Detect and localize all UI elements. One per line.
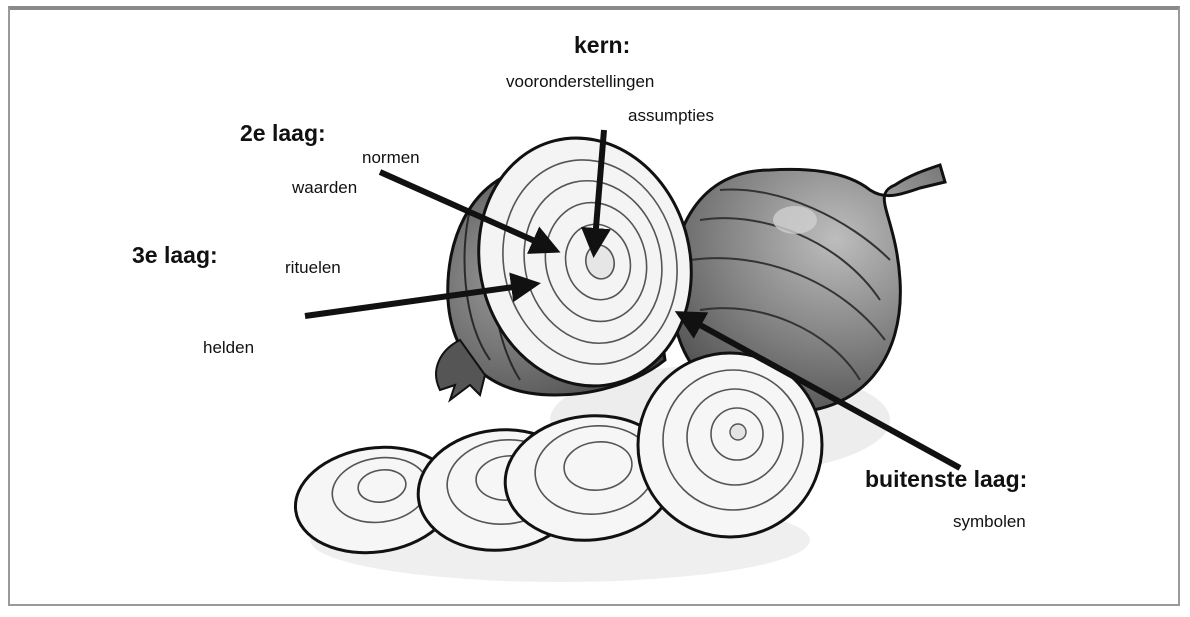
half-onion — [436, 115, 717, 408]
label-kern-item-1: vooronderstellingen — [506, 72, 654, 92]
label-helden: helden — [203, 338, 254, 358]
label-2e-laag-item-1: normen — [362, 148, 420, 168]
label-kern-title: kern: — [574, 32, 630, 59]
label-3e-laag-title: 3e laag: — [132, 242, 218, 269]
label-2e-laag-title: 2e laag: — [240, 120, 326, 147]
label-buitenste-laag-title: buitenste laag: — [865, 466, 1027, 493]
label-buitenste-laag-item-1: symbolen — [953, 512, 1026, 532]
label-2e-laag-item-2: waarden — [292, 178, 357, 198]
label-3e-laag-item-1: rituelen — [285, 258, 341, 278]
label-kern-item-2: assumpties — [628, 106, 714, 126]
